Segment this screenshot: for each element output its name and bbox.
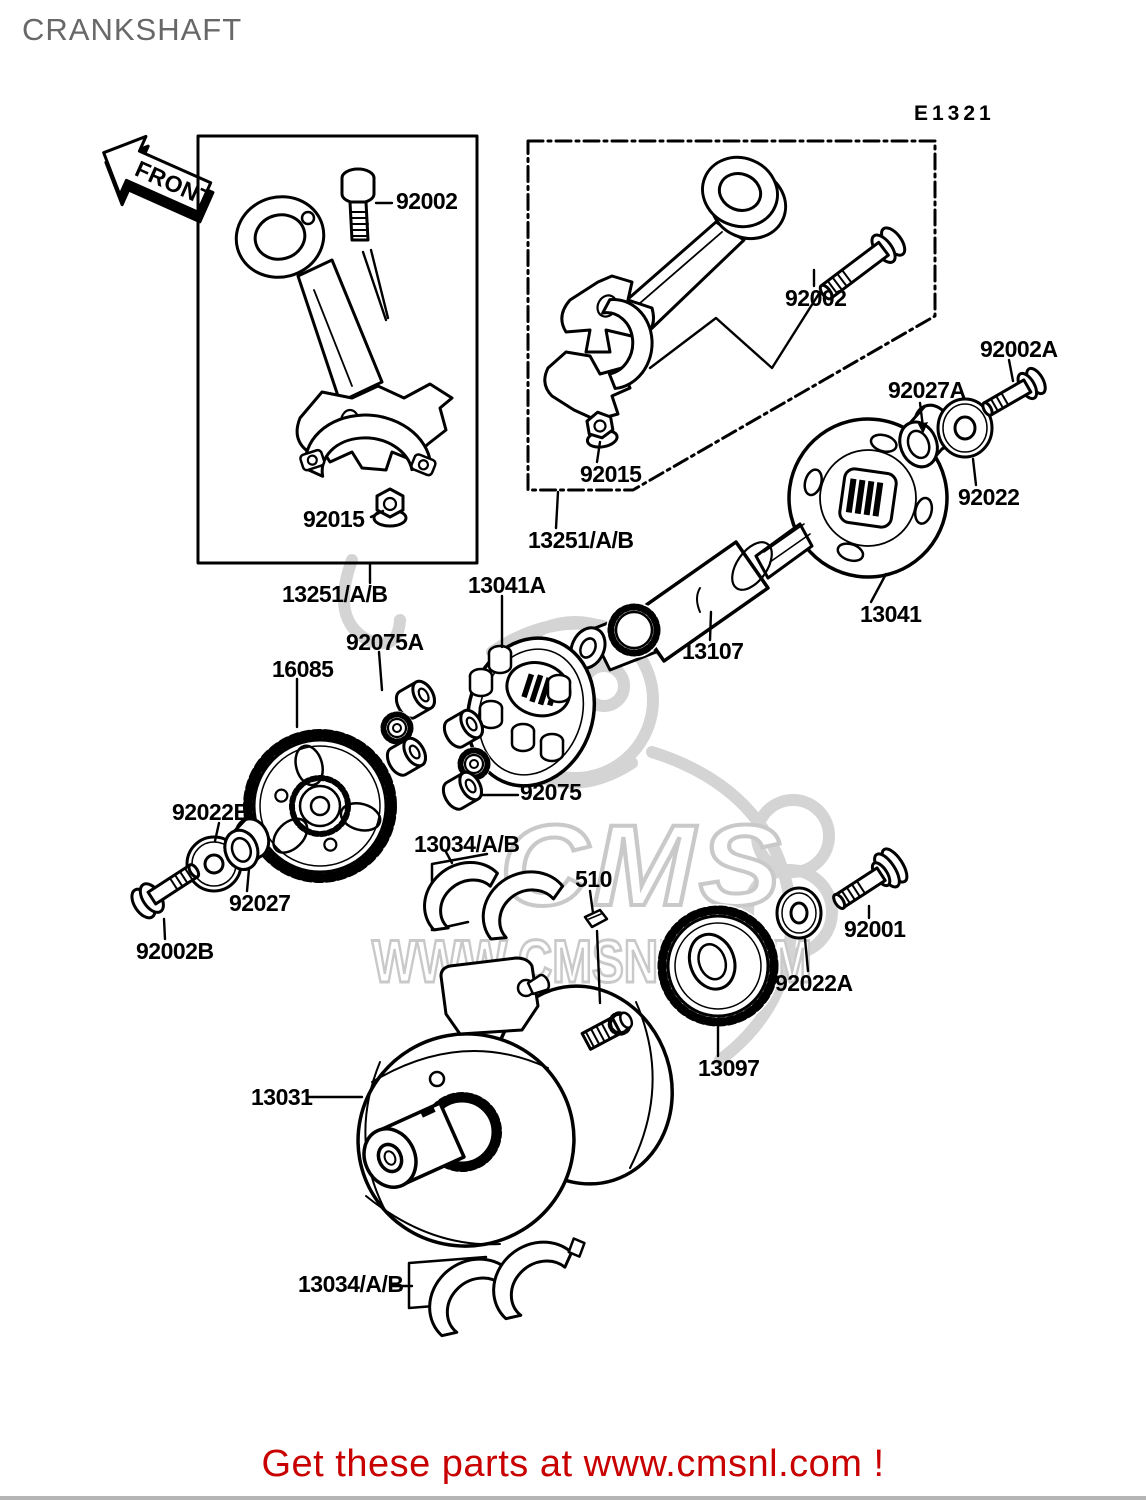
- part-label-13041: 13041: [860, 601, 922, 627]
- part-label-13251-right: 13251/A/B: [528, 527, 634, 553]
- part-label-13251-left: 13251/A/B: [282, 581, 388, 607]
- part-label-92015-left: 92015: [303, 506, 365, 532]
- primary-gear-13097: [656, 904, 780, 1028]
- part-label-92027: 92027: [229, 890, 291, 916]
- part-label-92075a: 92075A: [346, 629, 424, 655]
- part-label-92022a: 92022A: [775, 970, 853, 996]
- part-label-92001: 92001: [844, 916, 906, 942]
- bearing-cap-left: [299, 413, 437, 478]
- part-label-510: 510: [575, 866, 612, 892]
- conrod-bolt-left: [340, 167, 376, 242]
- front-arrow: FRONT: [102, 134, 217, 224]
- main-bearing-shells-lower: [407, 1237, 586, 1338]
- conrod-bolt-right: [818, 226, 907, 301]
- part-label-92075: 92075: [520, 779, 582, 805]
- dampers-92075a: [380, 679, 436, 777]
- bolt-92001: [832, 847, 909, 910]
- conrod-group-box-left: [196, 134, 479, 565]
- connecting-rod-right: [543, 155, 788, 422]
- part-label-13034-lower: 13034/A/B: [298, 1271, 404, 1297]
- part-label-92002-right: 92002: [785, 285, 847, 311]
- part-label-92002-left: 92002: [396, 188, 458, 214]
- washer-92022: [936, 397, 994, 459]
- part-label-13097: 13097: [698, 1055, 760, 1081]
- page-title: CRANKSHAFT: [22, 12, 243, 47]
- part-label-92027a: 92027A: [888, 377, 966, 403]
- conrod-group-box-right: [526, 139, 937, 492]
- part-label-92002b: 92002B: [136, 938, 214, 964]
- balancer-gear-16085: [242, 728, 398, 884]
- part-label-92015-right: 92015: [580, 461, 642, 487]
- bearing-shell-right-box: [601, 297, 654, 390]
- part-label-16085: 16085: [272, 656, 334, 682]
- footer-promo: Get these parts at www.cmsnl.com !: [261, 1443, 885, 1485]
- diagram-code: E1321: [914, 102, 995, 125]
- part-label-13107: 13107: [682, 638, 744, 664]
- part-label-13034-upper: 13034/A/B: [414, 831, 520, 857]
- part-label-92002a: 92002A: [980, 336, 1058, 362]
- leader-lines: [162, 201, 1015, 1288]
- bolt-92002b: [130, 863, 201, 920]
- balancer-plate-13041a: [465, 636, 597, 788]
- bottom-edge-strip: [0, 1496, 1146, 1500]
- conrod-nut-left: [372, 487, 408, 528]
- part-label-92022: 92022: [958, 484, 1020, 510]
- dampers-92075: [441, 708, 491, 811]
- part-label-13031: 13031: [251, 1084, 313, 1110]
- bolt-92002a: [981, 366, 1047, 417]
- part-label-13041a: 13041A: [468, 572, 546, 598]
- bushing-92027: [223, 817, 271, 871]
- bushing-92027a: [898, 403, 954, 469]
- part-label-92022b: 92022B: [172, 799, 250, 825]
- main-bearing-shells-upper: [423, 852, 565, 941]
- woodruff-key-510: [583, 908, 609, 929]
- crankshaft-13031: [356, 956, 674, 1248]
- washer-92022a: [775, 886, 823, 940]
- conrod-nut-right: [585, 410, 619, 449]
